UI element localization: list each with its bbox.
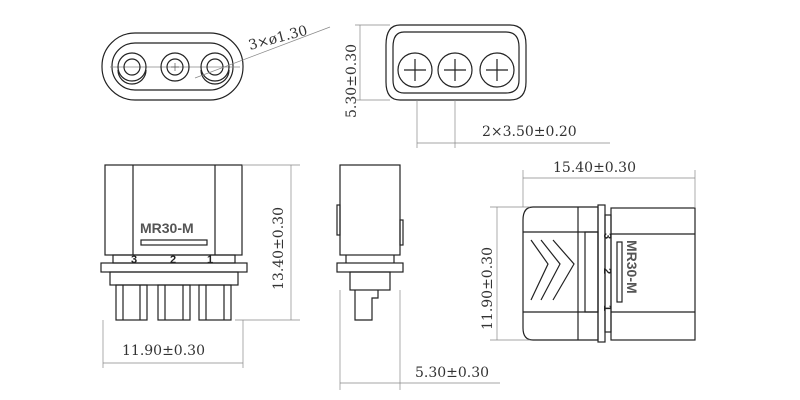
front-view: MR30-M 3 2 1 13.40±0.30 11.90±0.30 (100, 164, 300, 368)
pin-tube (198, 284, 232, 321)
side-view: 5.30±0.30 (336, 164, 500, 390)
hole-icon (200, 52, 230, 85)
pin-number: 3 (601, 233, 613, 239)
face-view-right: 5.30±0.30 2×3.50±0.20 (344, 24, 610, 148)
hole-icon (117, 52, 147, 85)
pin-tube (115, 284, 148, 321)
pin-number: 2 (601, 268, 613, 274)
pin-number: 2 (170, 254, 176, 266)
pin-number: 3 (131, 254, 137, 266)
pin-number: 1 (207, 254, 213, 266)
pin-tube (157, 284, 191, 321)
hole-icon (160, 52, 190, 82)
front-width-dim: 11.90±0.30 (122, 343, 205, 359)
side-height-dim: 11.90±0.30 (480, 247, 496, 330)
hole-diameter-dim: 3×ø1.30 (247, 23, 309, 54)
part-label-front: MR30-M (140, 220, 194, 236)
side-length-dim: 15.40±0.30 (553, 160, 636, 176)
part-label-side: MR30-M (624, 240, 640, 294)
face-view-left: 3×ø1.30 (101, 23, 331, 101)
side-view-right: MR30-M 3 2 1 15.40±0.30 11.90±0.30 (480, 160, 696, 343)
front-height-dim: 13.40±0.30 (271, 207, 287, 290)
pin-pitch-dim: 2×3.50±0.20 (482, 124, 577, 140)
face-height-dim: 5.30±0.30 (344, 44, 360, 118)
pin-number: 1 (601, 305, 613, 311)
side-depth-dim: 5.30±0.30 (415, 365, 489, 381)
